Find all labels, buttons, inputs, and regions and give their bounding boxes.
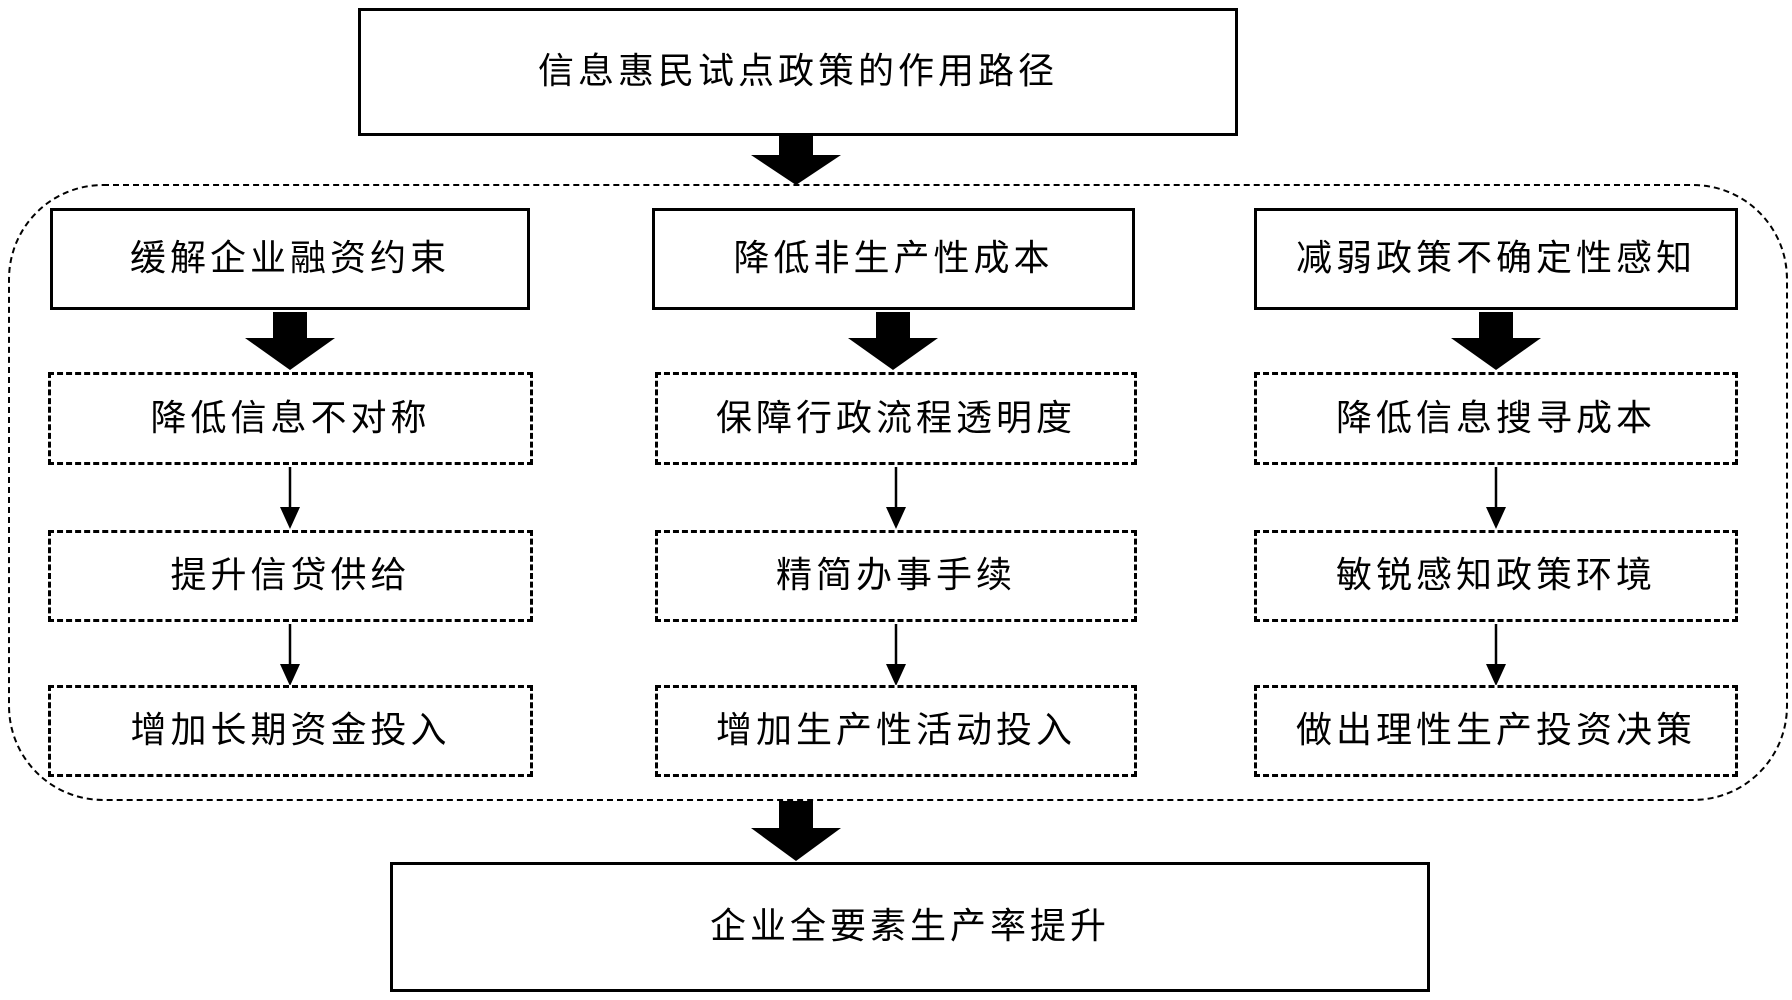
outcome-box: 企业全要素生产率提升 <box>390 862 1430 992</box>
down-arrow-thin-icon <box>886 624 906 686</box>
down-arrow-thin-icon <box>1486 624 1506 686</box>
column2-step2-box: 精简办事手续 <box>655 530 1137 622</box>
column3-step3-text: 做出理性生产投资决策 <box>1295 710 1696 752</box>
outcome-text: 企业全要素生产率提升 <box>709 906 1110 948</box>
column2-step3-box: 增加生产性活动投入 <box>655 685 1137 777</box>
column1-step2-box: 提升信贷供给 <box>48 530 533 622</box>
column3-step1-box: 降低信息搜寻成本 <box>1254 372 1738 465</box>
column1-step1-box: 降低信息不对称 <box>48 372 533 465</box>
column2-header-text: 降低非生产性成本 <box>733 238 1054 280</box>
column3-step2-box: 敏锐感知政策环境 <box>1254 530 1738 622</box>
column2-header-box: 降低非生产性成本 <box>652 208 1135 310</box>
down-arrow-thin-icon <box>280 467 300 529</box>
column3-header-text: 减弱政策不确定性感知 <box>1295 238 1696 280</box>
column3-step2-text: 敏锐感知政策环境 <box>1335 555 1656 597</box>
column3-step3-box: 做出理性生产投资决策 <box>1254 685 1738 777</box>
column3-step1-text: 降低信息搜寻成本 <box>1335 397 1656 439</box>
down-arrow-thin-icon <box>1486 467 1506 529</box>
column1-step1-text: 降低信息不对称 <box>150 397 431 439</box>
column2-step1-box: 保障行政流程透明度 <box>655 372 1137 465</box>
down-arrow-icon <box>245 312 335 370</box>
down-arrow-icon <box>848 312 938 370</box>
column3-header-box: 减弱政策不确定性感知 <box>1254 208 1738 310</box>
column1-step3-text: 增加长期资金投入 <box>130 710 451 752</box>
down-arrow-icon <box>1451 312 1541 370</box>
down-arrow-icon <box>751 135 841 185</box>
title-box: 信息惠民试点政策的作用路径 <box>358 8 1238 136</box>
pathway-container-outline <box>8 184 1788 801</box>
down-arrow-icon <box>751 801 841 861</box>
down-arrow-thin-icon <box>886 467 906 529</box>
column2-step3-text: 增加生产性活动投入 <box>715 710 1076 752</box>
column1-step3-box: 增加长期资金投入 <box>48 685 533 777</box>
title-text: 信息惠民试点政策的作用路径 <box>537 51 1058 93</box>
column1-step2-text: 提升信贷供给 <box>170 555 411 597</box>
column1-header-text: 缓解企业融资约束 <box>129 238 450 280</box>
column2-step2-text: 精简办事手续 <box>775 555 1016 597</box>
down-arrow-thin-icon <box>280 624 300 686</box>
column1-header-box: 缓解企业融资约束 <box>50 208 530 310</box>
column2-step1-text: 保障行政流程透明度 <box>715 397 1076 439</box>
